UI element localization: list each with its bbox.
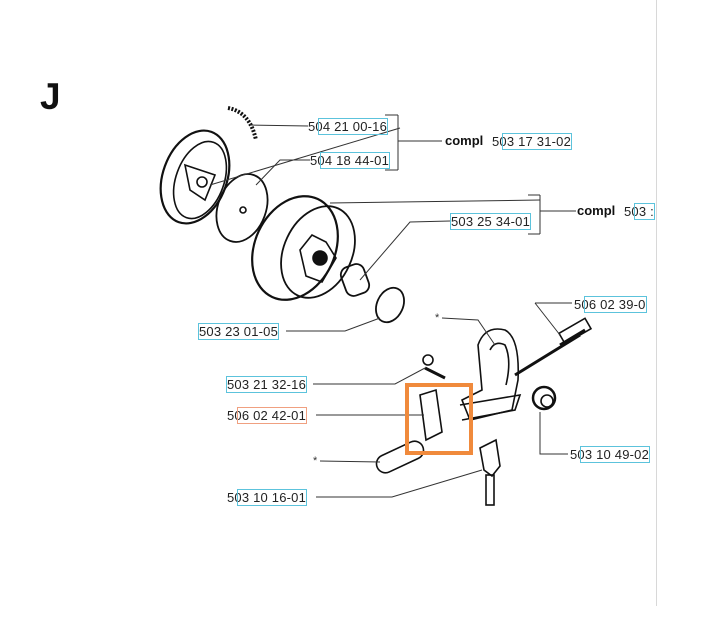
part-label-503-17-31-02[interactable]: 503 17 31-02 (492, 133, 573, 150)
label-box (318, 118, 389, 135)
part-number: 503 10 16-01 (227, 490, 307, 505)
label-box (502, 133, 573, 150)
part-number: 506 02 39-0 (574, 297, 646, 312)
clutch-spring (227, 106, 258, 141)
label-box (634, 203, 655, 220)
part-label-503-23-01-05[interactable]: 503 23 01-05 (198, 323, 280, 340)
part-number: 506 02 42-01 (227, 408, 307, 423)
needle-bearing (339, 263, 371, 297)
label-box (450, 213, 532, 230)
part-number: 503 : (624, 204, 654, 219)
label-box (198, 323, 280, 340)
part-number: 503 23 01-05 (199, 324, 279, 339)
clutch-shoes (159, 129, 231, 225)
part-number: 503 10 49-02 (570, 447, 650, 462)
part-number: 503 17 31-02 (492, 134, 572, 149)
thrust-washer (375, 286, 405, 324)
part-label-503-25-34-01[interactable]: 503 25 34-01 (450, 213, 532, 230)
oil-pump-assembly (375, 317, 593, 506)
part-number: 504 18 44-01 (310, 153, 390, 168)
label-box (580, 446, 651, 463)
asterisk-marker: * (313, 455, 318, 467)
page-edge-divider (656, 0, 657, 606)
label-box (226, 376, 308, 393)
selected-part-highlight (405, 383, 473, 455)
part-label-503-10-16-01[interactable]: 503 10 16-01 (227, 489, 308, 506)
label-box (584, 296, 647, 313)
label-box (320, 152, 391, 169)
part-label-506-02-39-0[interactable]: 506 02 39-0 (574, 296, 647, 313)
compl-label: compl (445, 133, 484, 148)
part-number: 504 21 00-16 (308, 119, 388, 134)
clutch-washer (215, 173, 269, 243)
part-label-503-21-32-16[interactable]: 503 21 32-16 (226, 376, 308, 393)
part-number: 503 25 34-01 (451, 214, 531, 229)
asterisk-marker: * (435, 312, 440, 324)
part-label-504-21-00-16[interactable]: 504 21 00-16 (308, 118, 389, 135)
label-box (237, 407, 308, 424)
part-label-503-truncated[interactable]: 503 : (624, 203, 655, 220)
leader-lines (209, 114, 576, 498)
part-label-506-02-42-01-selected[interactable]: 506 02 42-01 (227, 407, 308, 424)
section-letter: J (40, 76, 61, 117)
part-label-503-10-49-02[interactable]: 503 10 49-02 (570, 446, 651, 463)
part-label-504-18-44-01[interactable]: 504 18 44-01 (310, 152, 391, 169)
part-number: 503 21 32-16 (227, 377, 307, 392)
label-box (237, 489, 308, 506)
compl-label: compl (577, 203, 616, 218)
